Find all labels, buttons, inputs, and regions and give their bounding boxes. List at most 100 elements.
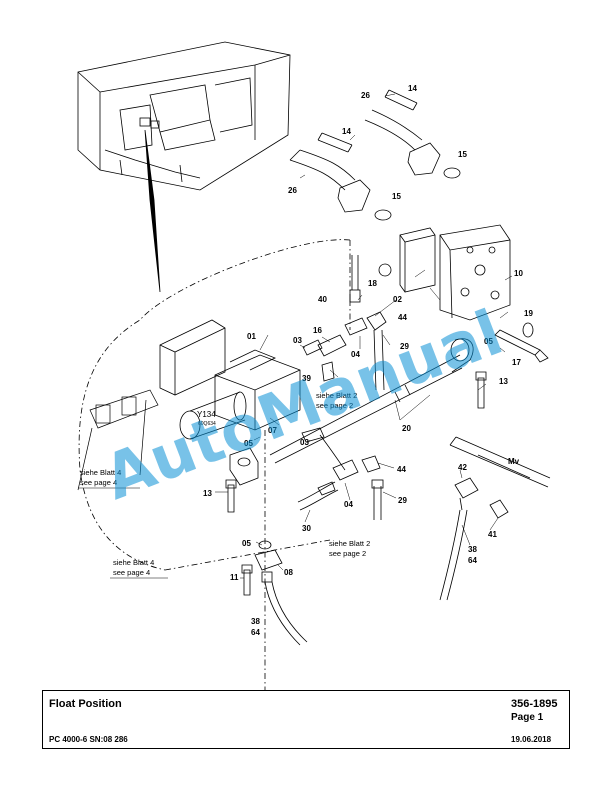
label-39: 39 <box>302 374 311 383</box>
label-64b: 64 <box>251 628 260 637</box>
label-03a: 03 <box>293 336 302 345</box>
machine-overview-sketch <box>77 41 291 293</box>
svg-text:siehe Blatt 2: siehe Blatt 2 <box>316 391 357 400</box>
label-11: 11 <box>230 573 239 582</box>
hose-40 <box>349 255 361 303</box>
label-05b: 05 <box>244 439 253 448</box>
label-41: 41 <box>488 530 497 539</box>
tee-fitting-16 <box>317 317 368 357</box>
fitting-41 <box>489 499 509 519</box>
label-04a: 04 <box>351 350 360 359</box>
label-10: 10 <box>514 269 523 278</box>
elbow-39 <box>321 361 335 382</box>
label-20: 20 <box>402 424 411 433</box>
hose-38-right <box>439 509 468 601</box>
flange-02 <box>399 227 436 293</box>
label-05a: 05 <box>484 337 493 346</box>
flange-lower <box>229 447 259 486</box>
label-15b: 15 <box>392 192 401 201</box>
label-17: 17 <box>512 358 521 367</box>
label-64a: 64 <box>468 556 477 565</box>
bolt-13-lower <box>225 479 237 513</box>
label-07: 07 <box>268 426 277 435</box>
label-18: 18 <box>368 279 377 288</box>
base-plate <box>159 319 226 396</box>
hose-29-lower <box>371 479 384 520</box>
label-14a: 14 <box>408 84 417 93</box>
label-26a: 26 <box>361 91 370 100</box>
pipe-20 <box>269 338 474 464</box>
label-42: 42 <box>458 463 467 472</box>
label-38b: 38 <box>251 617 260 626</box>
document-number: 356-1895 <box>511 698 558 710</box>
label-14b: 14 <box>342 127 351 136</box>
bolt-11 <box>241 564 253 596</box>
component-tag-name: Y134 <box>197 410 216 419</box>
valve-block-10 <box>439 224 511 321</box>
svg-text:see page 4: see page 4 <box>113 568 150 577</box>
hose-26-upper <box>364 89 441 176</box>
svg-text:siehe Blatt 2: siehe Blatt 2 <box>329 539 370 548</box>
label-13a: 13 <box>499 377 508 386</box>
label-13b: 13 <box>203 489 212 498</box>
label-03b: 03 <box>300 438 309 447</box>
leader-lines <box>215 93 513 579</box>
bolt-13-upper <box>475 371 487 409</box>
washer-19 <box>522 322 534 338</box>
o-ring-05-lower <box>258 540 272 550</box>
bolt-17 <box>494 329 549 363</box>
label-38a: 38 <box>468 545 477 554</box>
title-block: Float Position 356-1895 Page 1 PC 4000-6… <box>42 690 570 749</box>
rail-label: Mv <box>508 457 520 466</box>
elbow-44-lower <box>361 455 381 473</box>
label-08: 08 <box>284 568 293 577</box>
machine-model: PC 4000-6 SN:08 286 <box>49 735 128 744</box>
label-29a: 29 <box>400 342 409 351</box>
fitting-42 <box>454 477 479 511</box>
hose-38-lower <box>261 571 308 646</box>
page-number: Page 1 <box>511 712 544 723</box>
label-16: 16 <box>313 326 322 335</box>
hose-30 <box>297 481 339 511</box>
o-ring-15-lower <box>374 209 392 221</box>
label-30: 30 <box>302 524 311 533</box>
label-40: 40 <box>318 295 327 304</box>
label-26b: 26 <box>288 186 297 195</box>
component-tag-code: 60Q634 <box>198 421 216 427</box>
svg-text:see page 2: see page 2 <box>316 401 353 410</box>
part-labels: 01 02 03 03 04 04 05 05 05 07 08 10 11 1… <box>203 84 533 637</box>
note-3: siehe Blatt 4 see page 4 <box>110 558 168 579</box>
label-19: 19 <box>524 309 533 318</box>
svg-text:siehe Blatt 4: siehe Blatt 4 <box>113 558 154 567</box>
assembly-boundary <box>78 239 351 571</box>
fitting-03-lower <box>301 427 346 471</box>
nut-18 <box>378 263 392 277</box>
label-02: 02 <box>393 295 402 304</box>
note-2: siehe Blatt 2 see page 2 <box>316 391 357 410</box>
note-4: siehe Blatt 2 see page 2 <box>329 539 370 558</box>
document-title: Float Position <box>49 698 122 710</box>
fitting-04-lower <box>332 459 359 481</box>
label-29b: 29 <box>398 496 407 505</box>
o-ring-15-upper <box>443 167 461 179</box>
label-04b: 04 <box>344 500 353 509</box>
svg-text:see page 2: see page 2 <box>329 549 366 558</box>
elbow-44-upper <box>366 311 387 331</box>
solenoid-valve-01 <box>179 349 301 440</box>
svg-text:see page 4: see page 4 <box>80 478 117 487</box>
label-15a: 15 <box>458 150 467 159</box>
label-05c: 05 <box>242 539 251 548</box>
document-date: 19.06.2018 <box>511 735 552 744</box>
note-1: siehe Blatt 4 see page 4 <box>78 468 140 489</box>
label-44b: 44 <box>397 465 406 474</box>
label-01: 01 <box>247 332 256 341</box>
rail-mv <box>449 436 551 488</box>
label-44a: 44 <box>398 313 407 322</box>
hose-26-lower <box>289 132 371 213</box>
watermark: AutoManual <box>94 296 512 514</box>
fitting-03-upper <box>302 339 323 356</box>
hose-29-upper <box>373 329 385 391</box>
svg-text:siehe Blatt 4: siehe Blatt 4 <box>80 468 121 477</box>
elbow-08 <box>254 549 283 571</box>
